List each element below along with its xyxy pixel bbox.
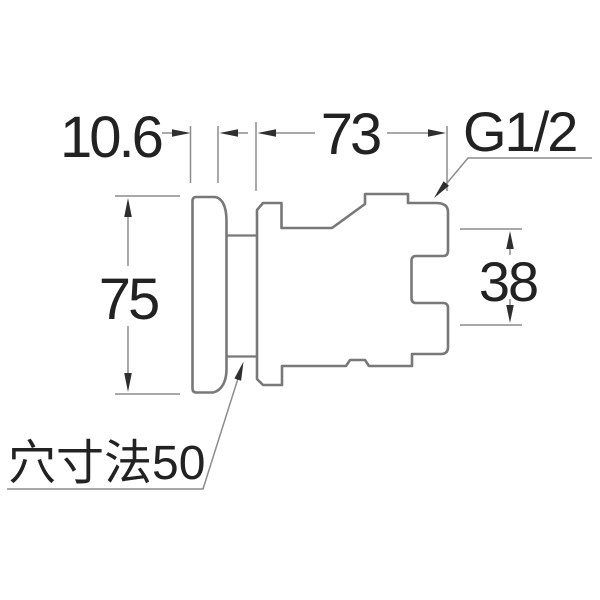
dim-73-arrow-left [257,129,276,137]
thread-leader-line [436,157,592,196]
dim-10-6-arrow-left [172,129,191,137]
dim-73-arrow-right [428,129,446,137]
dim-75-arrow-up [124,198,132,217]
dim-38-arrow-up [506,231,514,249]
part-flange-outline [191,195,228,394]
thread-leader-arrow [434,181,449,198]
dim-10-6-arrow-right [219,129,238,137]
hole-note-leader-arrow [234,361,244,381]
dim-38-arrow-down [506,305,514,323]
hole-note-label: 穴寸法50 [8,437,205,490]
thread-label: G1/2 [463,100,576,163]
dim-75-label: 75 [99,267,158,332]
dim-10-6-label: 10.6 [60,105,162,170]
part-body-outline [255,192,450,387]
hole-note-leader-line [7,368,242,490]
dim-38-label: 38 [479,250,537,313]
dim-75-arrow-down [124,373,132,392]
dim-73-label: 73 [321,102,380,167]
